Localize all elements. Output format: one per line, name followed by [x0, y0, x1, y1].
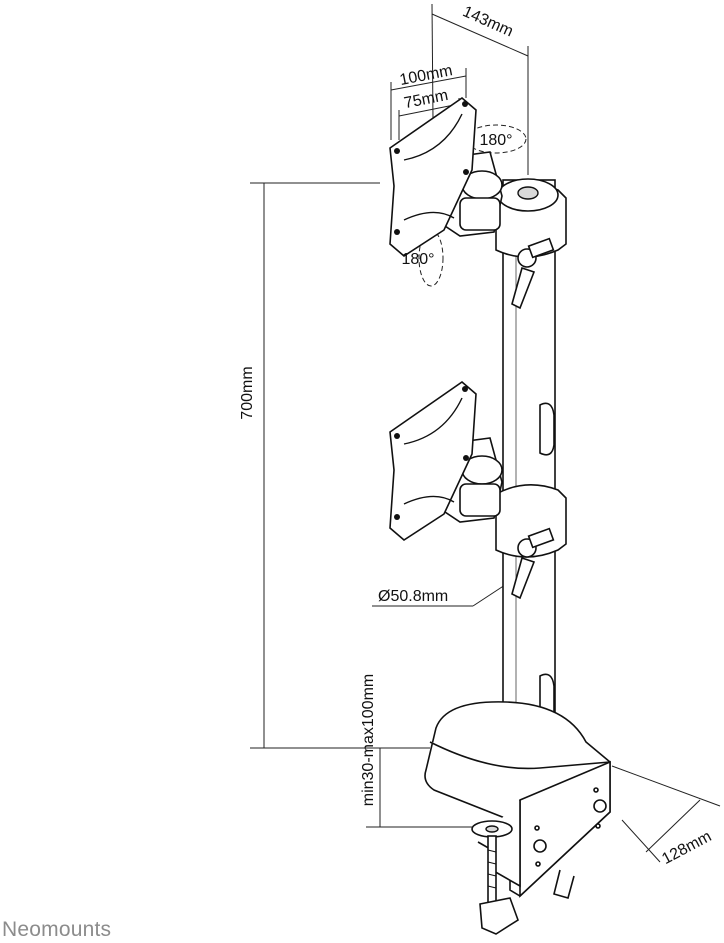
vesa-plate-upper: [389, 96, 477, 257]
desk-clamp: [424, 701, 611, 899]
dim-rotate-side: 180°: [401, 251, 434, 268]
dim-pole-diameter: Ø50.8mm: [378, 588, 448, 605]
dim-height: 700mm: [239, 366, 256, 419]
brand-logo-text: Neomounts: [2, 918, 112, 941]
vesa-plate-lower: [389, 380, 477, 541]
dim-clamp-range: min30-max100mm: [360, 674, 377, 806]
clamp-screw: [471, 820, 519, 935]
locking-handle-top: [511, 237, 555, 310]
dim-vesa-large: 100mm: [398, 62, 454, 89]
dim-base-depth: 128mm: [659, 828, 714, 868]
locking-handle-middle: [511, 527, 555, 600]
dimension-lines: [250, 3, 721, 863]
dim-rotate-top: 180°: [479, 132, 512, 149]
dim-arm-offset: 143mm: [460, 3, 516, 40]
dim-vesa-small: 75mm: [403, 87, 450, 112]
